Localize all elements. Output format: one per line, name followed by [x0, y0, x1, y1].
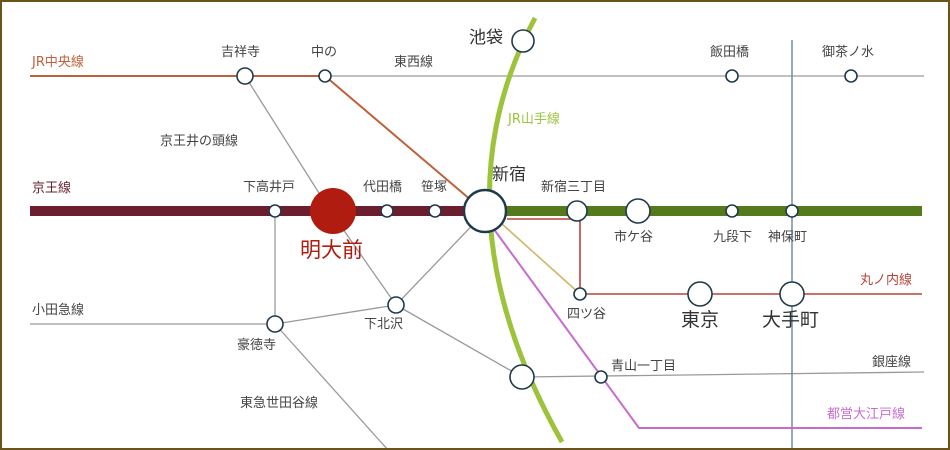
label-marunouchi: 丸ノ内線 [860, 273, 913, 288]
inokashira-line [244, 75, 332, 213]
label-ichigaya: 市ケ谷 [614, 230, 654, 245]
label-tokyu-setagaya: 東急世田谷線 [240, 396, 319, 411]
label-yamanote: JR山手線 [508, 112, 560, 127]
label-ikebukuro: 池袋 [469, 28, 503, 48]
label-nakano: 中の [311, 45, 338, 60]
label-inokashira: 京王井の頭線 [160, 134, 239, 149]
oedo-line [484, 216, 922, 429]
marunouchi-line [507, 218, 922, 295]
station-nakano[interactable] [318, 69, 332, 83]
station-gotokuji[interactable] [266, 315, 284, 333]
station-sasazuka[interactable] [428, 204, 442, 218]
label-tokyo: 東京 [681, 309, 720, 331]
yotsuya-link [501, 223, 581, 295]
station-shinjuku-sanchome[interactable] [566, 200, 588, 222]
label-shinjuku-sanchome: 新宿三丁目 [541, 180, 607, 195]
station-daitabashi[interactable] [380, 204, 394, 218]
station-shimokitazawa[interactable] [387, 296, 405, 314]
station-shimotakaido[interactable] [268, 204, 282, 218]
label-iidabashi: 飯田橋 [710, 45, 750, 60]
label-shimotakaido: 下高井戸 [243, 180, 296, 195]
label-kichijoji: 吉祥寺 [221, 45, 261, 60]
label-shimokitazawa: 下北沢 [364, 317, 404, 332]
label-meidaimae: 明大前 [300, 238, 363, 262]
station-shinjuku[interactable] [462, 188, 508, 234]
label-otemachi: 大手町 [762, 309, 820, 331]
label-shinjuku: 新宿 [492, 165, 526, 185]
station-ochanomizu[interactable] [844, 69, 858, 83]
label-ochanomizu: 御茶ノ水 [822, 45, 875, 60]
station-yotsuya[interactable] [573, 287, 587, 301]
station-tokyo[interactable] [687, 281, 713, 307]
setagaya-line-2 [274, 323, 388, 448]
shimokita-link [395, 304, 523, 378]
station-otemachi[interactable] [779, 281, 805, 307]
station-iidabashi[interactable] [725, 69, 739, 83]
station-ichigaya[interactable] [625, 198, 651, 224]
station-yoyogi[interactable] [509, 364, 535, 390]
label-sasazuka: 笹塚 [421, 180, 448, 195]
label-jimbocho: 神保町 [768, 230, 808, 245]
label-keio: 京王線 [32, 181, 72, 196]
label-gotokuji: 豪徳寺 [237, 338, 277, 353]
station-aoyama-itchome[interactable] [594, 370, 608, 384]
station-kichijoji[interactable] [236, 67, 254, 85]
station-meidaimae[interactable] [310, 188, 356, 234]
label-aoyama-itchome: 青山一丁目 [611, 359, 677, 374]
label-daitabashi: 代田橋 [363, 180, 403, 195]
label-tozai: 東西線 [394, 55, 434, 70]
label-yotsuya: 四ツ谷 [567, 307, 607, 322]
station-ikebukuro[interactable] [511, 29, 535, 53]
label-kudanshita: 九段下 [713, 230, 753, 245]
label-oedo: 都営大江戸線 [827, 407, 906, 422]
odakyu-line-2 [274, 304, 397, 325]
label-jr-chuo: JR中央線 [32, 55, 84, 70]
label-ginza: 銀座線 [872, 355, 912, 370]
ginza-line [521, 371, 925, 378]
station-kudanshita[interactable] [725, 204, 739, 218]
label-odakyu: 小田急線 [32, 303, 85, 318]
station-jimbocho[interactable] [785, 204, 799, 218]
